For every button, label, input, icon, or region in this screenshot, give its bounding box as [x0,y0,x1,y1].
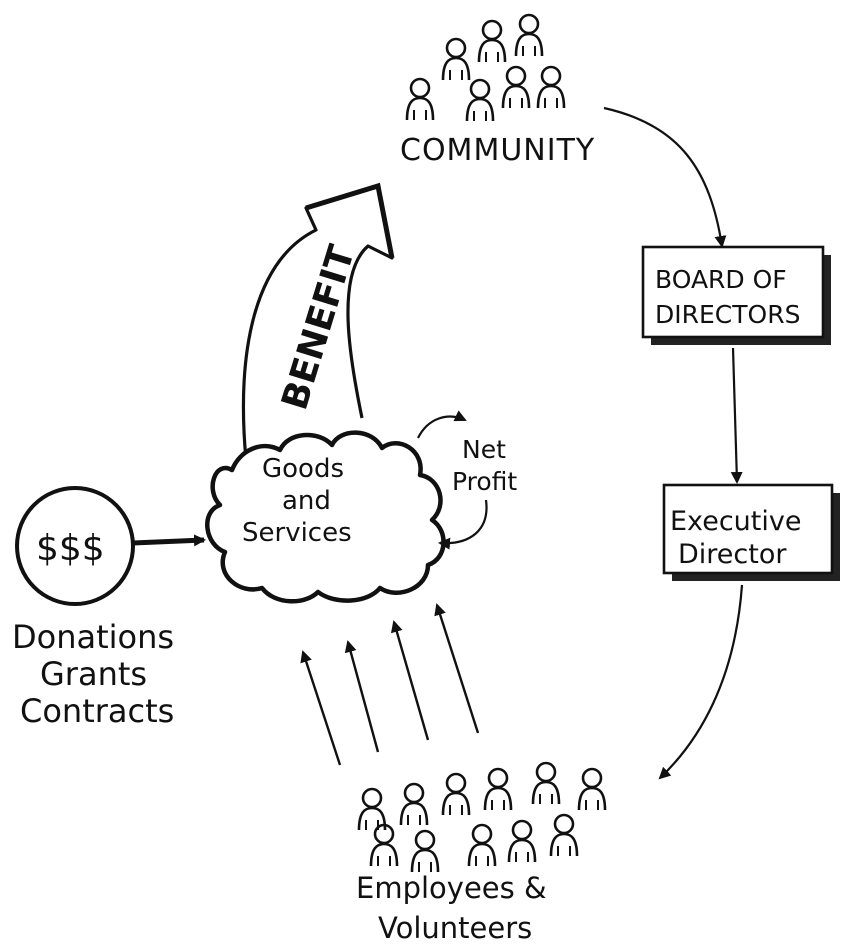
staff-contribution-arrows [300,603,480,766]
board-of-directors-box [641,245,831,345]
money-line2: Grants [40,655,147,693]
cloud-line2: and [282,486,331,516]
net-profit-line2: Profit [452,467,517,496]
staff-line1: Employees & [356,871,547,905]
benefit-arrow [241,182,395,461]
cloud-line3: Services [242,518,352,548]
money-circle [15,486,135,606]
executive-to-staff-arrow [658,584,744,780]
board-line1: BOARD OF [655,265,787,294]
money-to-cloud-arrow [132,534,206,547]
staff-people-icon [357,761,607,874]
money-symbol: $$$ [36,528,105,569]
executive-line1: Executive [670,506,801,537]
goods-services-cloud [205,430,446,604]
executive-line2: Director [678,539,787,570]
money-line1: Donations [12,618,174,656]
community-to-board-arrow [603,106,727,248]
net-profit-line1: Net [462,435,506,464]
cloud-line1: Goods [262,454,344,484]
board-line2: DIRECTORS [655,300,800,329]
board-to-executive-arrow [730,347,743,484]
community-people-icon [405,13,566,123]
executive-director-box [662,483,840,581]
net-profit-in-arrow [438,499,488,550]
staff-line2: Volunteers [378,911,532,945]
net-profit-out-arrow [417,410,467,439]
money-line3: Contracts [20,692,174,730]
community-label: COMMUNITY [400,133,595,168]
